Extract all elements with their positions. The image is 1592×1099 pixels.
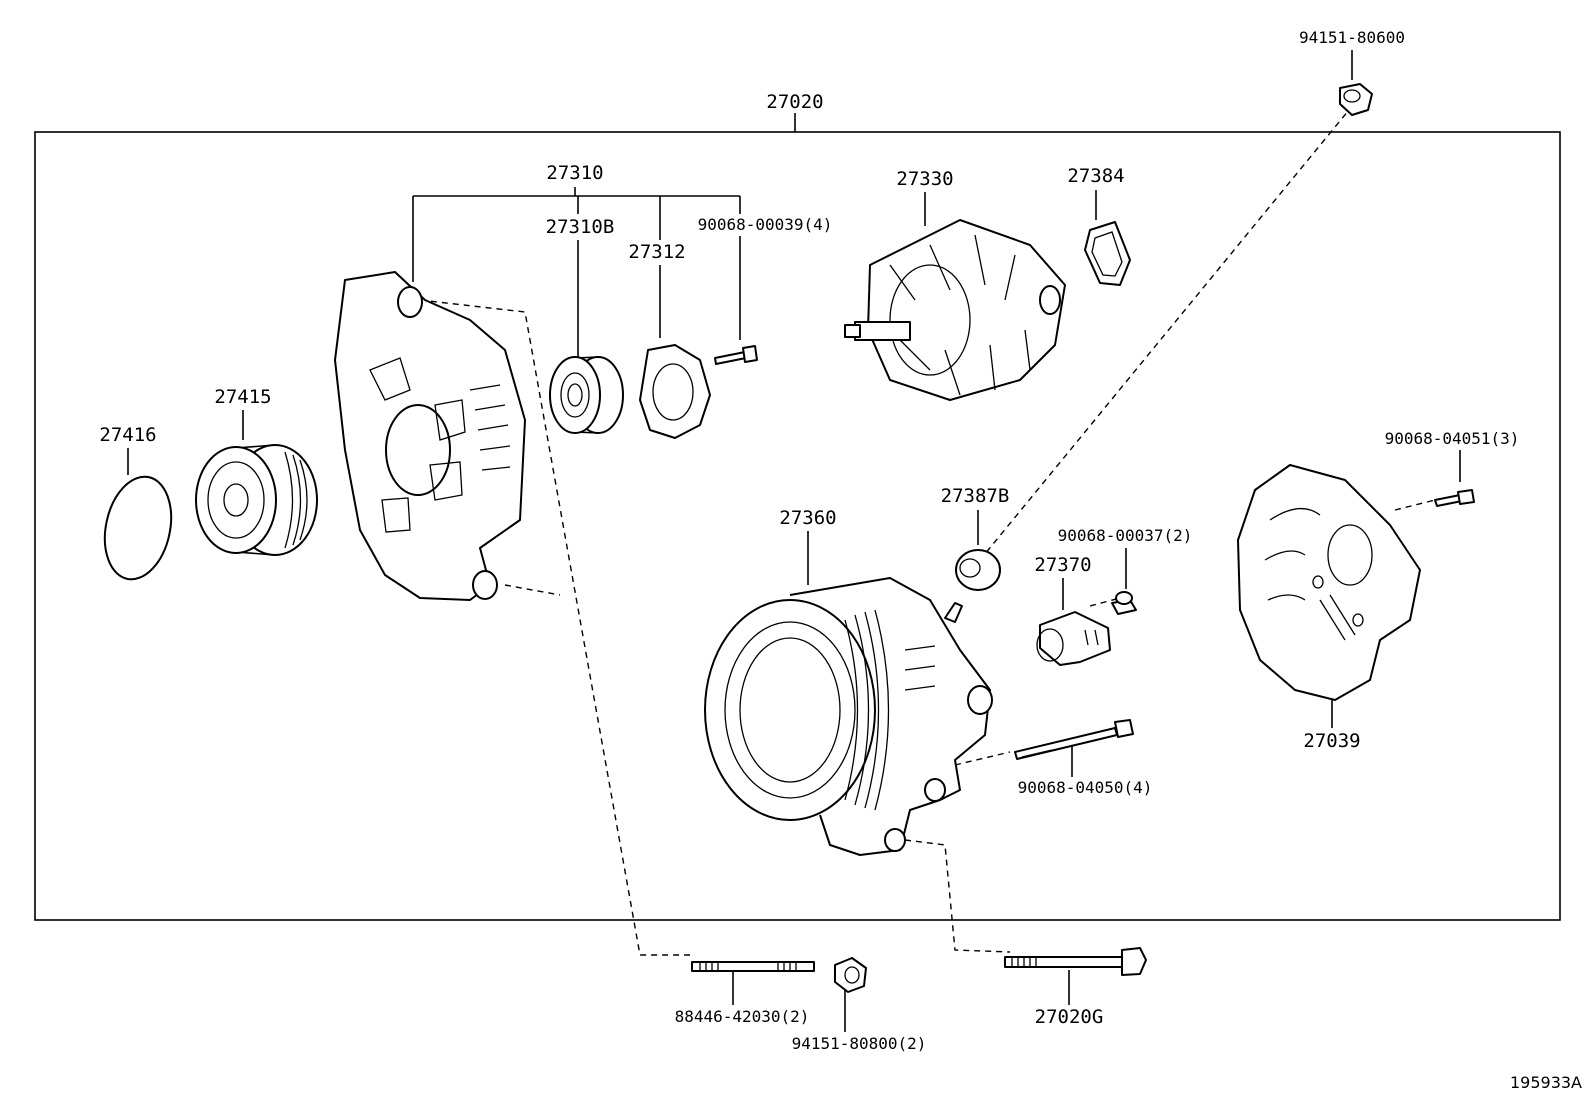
pulley-27415-icon[interactable] (195, 444, 318, 556)
screw-90068-00037-icon[interactable] (1111, 591, 1137, 615)
label-90068-04050[interactable]: 90068-04050(4) (1018, 778, 1153, 797)
seal-27384-icon[interactable] (1084, 221, 1131, 286)
illustration-number: 195933A (1510, 1073, 1582, 1092)
cover-27387b-icon[interactable] (955, 549, 1001, 591)
nut-94151-80800-icon[interactable] (834, 957, 867, 993)
label-27416[interactable]: 27416 (99, 424, 156, 446)
label-27310b[interactable]: 27310B (546, 216, 615, 238)
leader-lines (127, 50, 1461, 1032)
label-27310[interactable]: 27310 (546, 162, 603, 184)
screw-90068-00039-icon[interactable] (714, 345, 758, 365)
rotor-27330-icon[interactable] (844, 219, 1066, 401)
bolt-27020g-icon[interactable] (1004, 947, 1147, 976)
label-27360[interactable]: 27360 (779, 507, 836, 529)
label-94151-80800[interactable]: 94151-80800(2) (792, 1034, 927, 1053)
stator-27360-icon[interactable] (704, 577, 993, 856)
drive-end-frame-icon[interactable] (334, 271, 526, 601)
label-27039[interactable]: 27039 (1303, 730, 1360, 752)
bearing-retainer-27312-icon[interactable] (639, 344, 711, 439)
label-90068-04051[interactable]: 90068-04051(3) (1385, 429, 1520, 448)
label-27312[interactable]: 27312 (628, 241, 685, 263)
label-94151-80600[interactable]: 94151-80600 (1299, 28, 1405, 47)
label-27387b[interactable]: 27387B (941, 485, 1010, 507)
nut-94151-80600-icon[interactable] (1339, 83, 1373, 116)
label-27020[interactable]: 27020 (766, 91, 823, 113)
label-90068-00037[interactable]: 90068-00037(2) (1058, 526, 1193, 545)
label-27370[interactable]: 27370 (1034, 554, 1091, 576)
assembly-dashed-lines (419, 104, 1436, 956)
bolt-90068-04050-icon[interactable] (1014, 719, 1134, 760)
screw-90068-04051-icon[interactable] (1434, 489, 1475, 507)
label-88446-42030[interactable]: 88446-42030(2) (675, 1007, 810, 1026)
assembly-frame (34, 131, 1561, 921)
label-27020g[interactable]: 27020G (1035, 1006, 1104, 1028)
brush-holder-27370-icon[interactable] (1036, 611, 1111, 666)
label-90068-00039[interactable]: 90068-00039(4) (698, 215, 833, 234)
stud-88446-42030-icon[interactable] (691, 961, 815, 972)
pulley-cap-27416-icon[interactable] (96, 470, 180, 585)
label-27330[interactable]: 27330 (896, 168, 953, 190)
label-27415[interactable]: 27415 (214, 386, 271, 408)
rear-end-cover-27039-icon[interactable] (1237, 464, 1421, 701)
bearing-27310b-icon[interactable] (549, 356, 624, 434)
label-27384[interactable]: 27384 (1067, 165, 1124, 187)
